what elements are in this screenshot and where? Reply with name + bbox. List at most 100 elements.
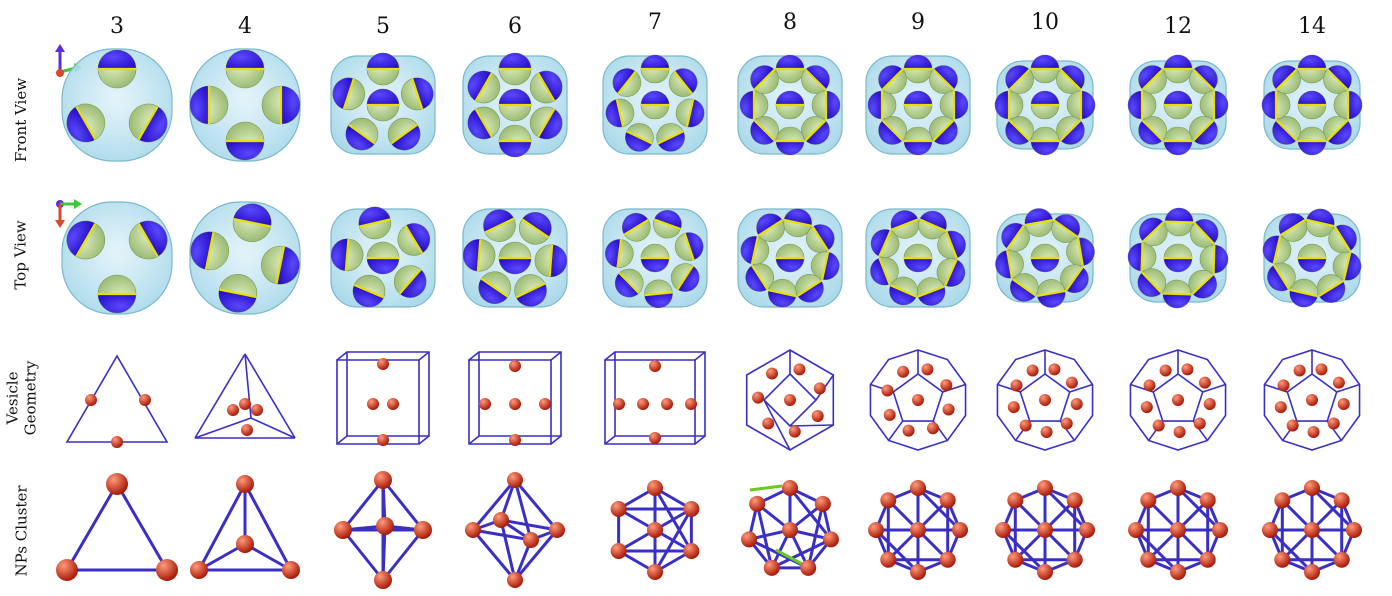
vertex-sphere	[1337, 398, 1350, 411]
cell-4-front	[189, 48, 301, 162]
nanoparticle	[1261, 90, 1291, 120]
nanoparticle	[903, 126, 933, 156]
nanoparticle	[1024, 208, 1054, 237]
cluster-nanoparticle	[647, 480, 663, 496]
nanoparticle	[929, 65, 958, 94]
nanoparticle	[1328, 224, 1357, 254]
nanoparticle	[387, 117, 421, 151]
polyhedron-edge	[604, 351, 616, 361]
cluster-nanoparticle	[1304, 522, 1320, 538]
nanoparticle	[1316, 274, 1346, 303]
nanoparticle	[1305, 208, 1335, 238]
column-header-8: 8	[783, 10, 797, 35]
nanoparticle	[1199, 244, 1229, 274]
cluster-nanoparticle	[465, 522, 481, 538]
polyhedron-edge	[336, 351, 348, 361]
vertex-sphere	[661, 398, 673, 410]
nanoparticle	[653, 209, 682, 239]
vertex-sphere	[1193, 417, 1206, 430]
cluster-bond	[381, 528, 425, 582]
cluster-nanoparticle	[782, 480, 798, 496]
cell-14-geometry	[1263, 349, 1361, 451]
cluster-nanoparticle	[1333, 492, 1350, 509]
nanoparticle	[1297, 126, 1327, 156]
cluster-nanoparticle	[1170, 522, 1186, 538]
nanoparticle	[604, 239, 634, 268]
polyhedron-inner-face	[1152, 373, 1204, 422]
nanoparticle	[1188, 269, 1218, 299]
cluster-nanoparticle	[493, 512, 509, 528]
nanoparticle	[218, 273, 258, 313]
nanoparticle	[1289, 278, 1319, 308]
vertex-sphere	[251, 404, 263, 416]
nanoparticle	[745, 263, 775, 292]
nanoparticle	[870, 256, 899, 286]
cluster-bond	[513, 478, 533, 542]
cell-7-cluster	[610, 480, 700, 580]
vertex-sphere	[479, 398, 491, 410]
cell-12-geometry	[1129, 349, 1227, 451]
vertex-sphere	[539, 398, 551, 410]
cell-4-geometry	[194, 353, 296, 439]
vertex-sphere	[926, 422, 939, 435]
cell-3-top	[61, 201, 173, 315]
nanoparticle	[1030, 243, 1060, 273]
nanoparticle	[498, 124, 532, 158]
vertex-sphere	[1039, 394, 1051, 406]
vertex-sphere	[1010, 379, 1023, 392]
nanoparticle	[768, 278, 797, 308]
nanoparticle	[1163, 126, 1193, 156]
vertex-sphere	[227, 404, 239, 416]
nanoparticle	[750, 116, 779, 145]
vertex-sphere	[940, 379, 953, 392]
cluster-nanoparticle	[782, 522, 798, 538]
nanoparticle	[366, 241, 400, 275]
cluster-bond	[471, 528, 533, 542]
vesicle-membrane	[189, 201, 301, 315]
vertex-sphere	[784, 394, 796, 406]
vertex-sphere	[1026, 364, 1039, 377]
cluster-nanoparticle	[910, 480, 926, 496]
cluster-bond	[471, 478, 517, 532]
nanoparticle	[225, 49, 265, 89]
cluster-nanoparticle	[1274, 551, 1291, 568]
nanoparticle	[1333, 90, 1363, 120]
cell-14-cluster	[1262, 480, 1362, 580]
nanoparticle	[1036, 279, 1066, 308]
vertex-sphere	[1286, 419, 1299, 432]
nanoparticle	[810, 251, 840, 280]
cluster-nanoparticle	[1199, 492, 1216, 509]
vertex-sphere	[1065, 376, 1078, 389]
nanoparticle	[668, 68, 698, 97]
nanoparticle	[775, 126, 805, 156]
nanoparticle	[916, 277, 946, 306]
nanoparticle	[775, 243, 805, 273]
cluster-nanoparticle	[749, 495, 766, 512]
cluster-nanoparticle	[939, 551, 956, 568]
nanoparticle	[1267, 262, 1296, 292]
cluster-bond	[243, 482, 293, 572]
nanoparticle	[903, 243, 933, 273]
nanoparticle	[1005, 65, 1034, 94]
vertex-sphere	[1060, 417, 1073, 430]
nanoparticle	[483, 209, 516, 242]
cluster-bond	[65, 482, 119, 572]
vertex-sphere	[788, 425, 801, 438]
nanoparticle	[345, 117, 379, 151]
nanoparticle	[936, 258, 966, 287]
nanoparticle	[918, 210, 947, 240]
nanoparticle	[750, 65, 779, 94]
nanoparticle	[1138, 217, 1168, 247]
cluster-nanoparticle	[647, 564, 663, 580]
cluster-nanoparticle	[1037, 564, 1053, 580]
polyhedron-outline	[1263, 349, 1361, 451]
nanoparticle	[1030, 54, 1060, 84]
nanoparticle	[670, 263, 700, 292]
nanoparticle	[740, 236, 770, 265]
vertex-sphere	[239, 398, 251, 410]
cluster-nanoparticle	[106, 473, 128, 495]
nanoparticle	[190, 231, 230, 271]
vertex-sphere	[762, 417, 775, 430]
vertex-sphere	[1007, 401, 1020, 414]
